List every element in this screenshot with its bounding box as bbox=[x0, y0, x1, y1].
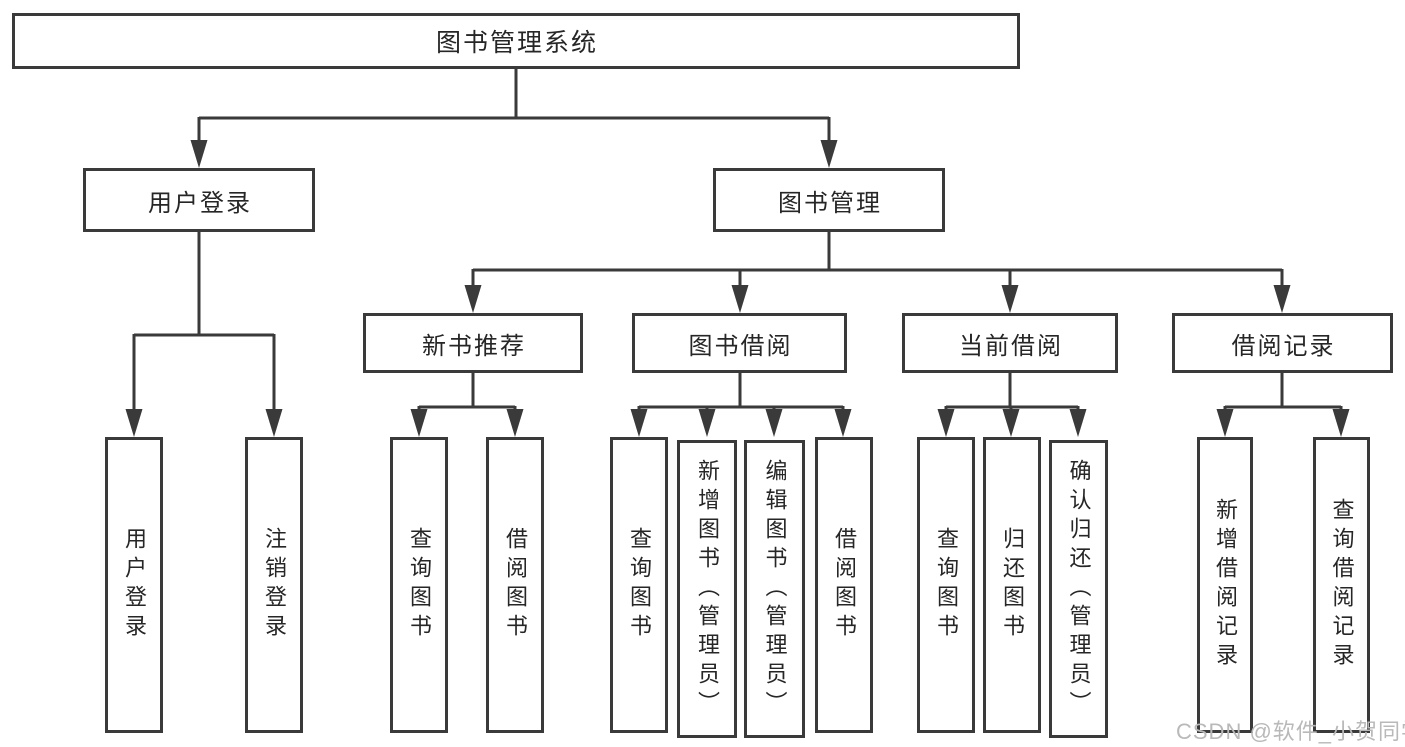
node-newbook-borrow-books: 借阅图书 bbox=[486, 437, 544, 733]
node-label: 图书借阅 bbox=[688, 332, 793, 360]
node-label: 借阅图书 bbox=[503, 527, 528, 643]
arrowhead bbox=[834, 409, 852, 437]
node-current-query-books: 查询图书 bbox=[917, 437, 975, 733]
node-current-borrowing: 当前借阅 bbox=[902, 313, 1118, 373]
arrowhead bbox=[765, 409, 783, 437]
arrowhead bbox=[464, 285, 482, 313]
edge-borrow-to-children bbox=[637, 373, 845, 412]
node-logout-action: 注销登录 bbox=[245, 437, 303, 733]
edge-userlogin-to-children bbox=[132, 232, 276, 412]
arrowhead bbox=[1001, 285, 1019, 313]
node-label: 图书管理 bbox=[778, 189, 882, 217]
node-root-system: 图书管理系统 bbox=[12, 13, 1020, 69]
node-label: 用户登录 bbox=[122, 527, 147, 643]
arrowheads bbox=[125, 140, 1350, 437]
node-label: 用户登录 bbox=[148, 189, 252, 217]
node-label: 归还图书 bbox=[1000, 527, 1025, 643]
node-label: 新增借阅记录 bbox=[1213, 498, 1238, 672]
node-label: 借阅图书 bbox=[832, 527, 857, 643]
arrowhead bbox=[630, 409, 648, 437]
node-label: 编辑图书（管理员） bbox=[762, 458, 788, 720]
node-label: 注销登录 bbox=[262, 527, 287, 643]
node-label: 当前借阅 bbox=[959, 332, 1063, 360]
node-label: 借阅记录 bbox=[1231, 332, 1336, 360]
node-book-borrowing: 图书借阅 bbox=[632, 313, 847, 373]
arrowhead bbox=[1216, 409, 1234, 437]
node-records-add-record: 新增借阅记录 bbox=[1197, 437, 1253, 733]
arrowhead bbox=[190, 140, 208, 168]
node-records-query-record: 查询借阅记录 bbox=[1313, 437, 1370, 733]
node-label: 确认归还（管理员） bbox=[1066, 458, 1092, 720]
arrowhead bbox=[1332, 409, 1350, 437]
node-newbook-query-books: 查询图书 bbox=[390, 437, 448, 733]
node-label: 查询图书 bbox=[407, 527, 432, 643]
edge-root-to-level2 bbox=[197, 69, 831, 142]
node-current-confirm-return-admin: 确认归还（管理员） bbox=[1049, 440, 1108, 738]
node-new-book-recommend: 新书推荐 bbox=[363, 313, 583, 373]
arrowhead bbox=[125, 409, 143, 437]
edge-records-to-children bbox=[1223, 373, 1343, 412]
arrowhead bbox=[1273, 285, 1291, 313]
arrowhead bbox=[731, 285, 749, 313]
csdn-watermark: CSDN @软件_小贺同学 bbox=[1176, 719, 1405, 744]
node-current-return-books: 归还图书 bbox=[983, 437, 1041, 733]
node-label: 图书管理系统 bbox=[435, 29, 598, 57]
arrowhead bbox=[937, 409, 955, 437]
edge-bookmgmt-to-level3 bbox=[471, 232, 1284, 288]
arrowhead bbox=[1069, 409, 1087, 437]
arrowhead bbox=[698, 409, 716, 437]
arrowhead bbox=[820, 140, 838, 168]
node-borrowing-borrow-books: 借阅图书 bbox=[815, 437, 873, 733]
node-book-management: 图书管理 bbox=[713, 168, 945, 232]
edge-newbook-to-children bbox=[417, 373, 517, 412]
arrowhead bbox=[1002, 409, 1020, 437]
arrowhead bbox=[265, 409, 283, 437]
arrowhead bbox=[410, 409, 428, 437]
node-label: 查询图书 bbox=[627, 527, 652, 643]
node-label: 新增图书（管理员） bbox=[695, 458, 720, 720]
node-label: 查询借阅记录 bbox=[1329, 498, 1355, 672]
node-user-login-module: 用户登录 bbox=[83, 168, 315, 232]
node-borrowing-query-books: 查询图书 bbox=[610, 437, 668, 733]
arrowhead bbox=[506, 409, 524, 437]
node-borrowing-edit-books-admin: 编辑图书（管理员） bbox=[744, 440, 805, 738]
edge-current-to-children bbox=[944, 373, 1080, 412]
node-borrowing-records: 借阅记录 bbox=[1172, 313, 1393, 373]
node-user-login-action: 用户登录 bbox=[105, 437, 163, 733]
node-borrowing-add-books-admin: 新增图书（管理员） bbox=[677, 440, 737, 738]
node-label: 查询图书 bbox=[934, 527, 959, 643]
node-label: 新书推荐 bbox=[422, 332, 526, 360]
